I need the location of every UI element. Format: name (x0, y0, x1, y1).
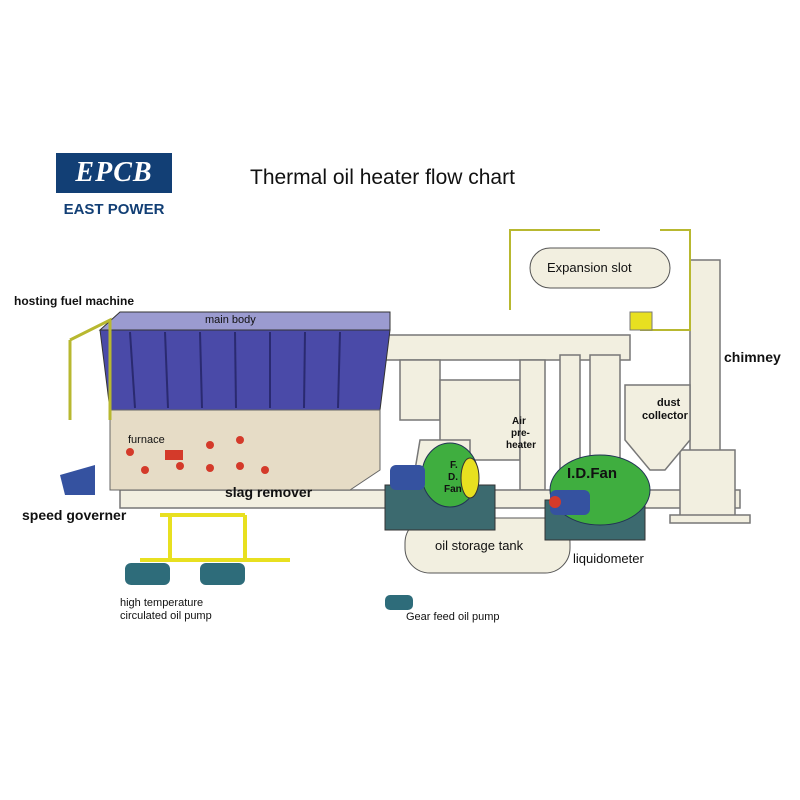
label-slag-remover: slag remover (225, 484, 313, 500)
label-high-temp-pump-1: high temperature (120, 597, 204, 609)
circulation-pumps (125, 513, 290, 585)
company-name: EAST POWER (63, 201, 165, 218)
label-expansion-slot: Expansion slot (547, 260, 632, 275)
label-furnace: furnace (128, 434, 165, 446)
fd-fan (384, 442, 496, 531)
expansion-tank (509, 229, 691, 331)
chart-title: Thermal oil heater flow chart (250, 166, 515, 189)
epcb-logo: EPCB (56, 153, 172, 193)
dust-collector-shape (624, 384, 691, 471)
label-collector: collector (642, 410, 688, 422)
label-pre: pre- (511, 428, 530, 439)
label-main-body: main body (205, 314, 256, 326)
label-fd-fan: Fan (444, 484, 462, 495)
label-dust: dust (657, 397, 681, 409)
gear-pump-shape (385, 595, 413, 610)
label-oil-storage-tank: oil storage tank (435, 538, 524, 553)
label-heater: heater (506, 440, 537, 451)
label-id-fan: I.D.Fan (567, 465, 618, 482)
label-hosting-fuel-machine: hosting fuel machine (14, 294, 135, 308)
label-fd-d: D. (448, 472, 458, 483)
speed-governer-shape (60, 465, 95, 495)
label-speed-governer: speed governer (22, 507, 127, 523)
label-chimney: chimney (724, 349, 781, 365)
label-high-temp-pump-2: circulated oil pump (120, 610, 212, 622)
label-liquidometer: liquidometer (573, 551, 644, 566)
label-air: Air (512, 416, 526, 427)
flue-ducts (119, 259, 751, 524)
id-fan (544, 454, 651, 541)
label-fd-f: F. (450, 460, 458, 471)
boiler-main-body (98, 311, 391, 491)
hosting-fuel-machine (68, 317, 112, 420)
label-gear-feed-oil-pump: Gear feed oil pump (406, 611, 500, 623)
